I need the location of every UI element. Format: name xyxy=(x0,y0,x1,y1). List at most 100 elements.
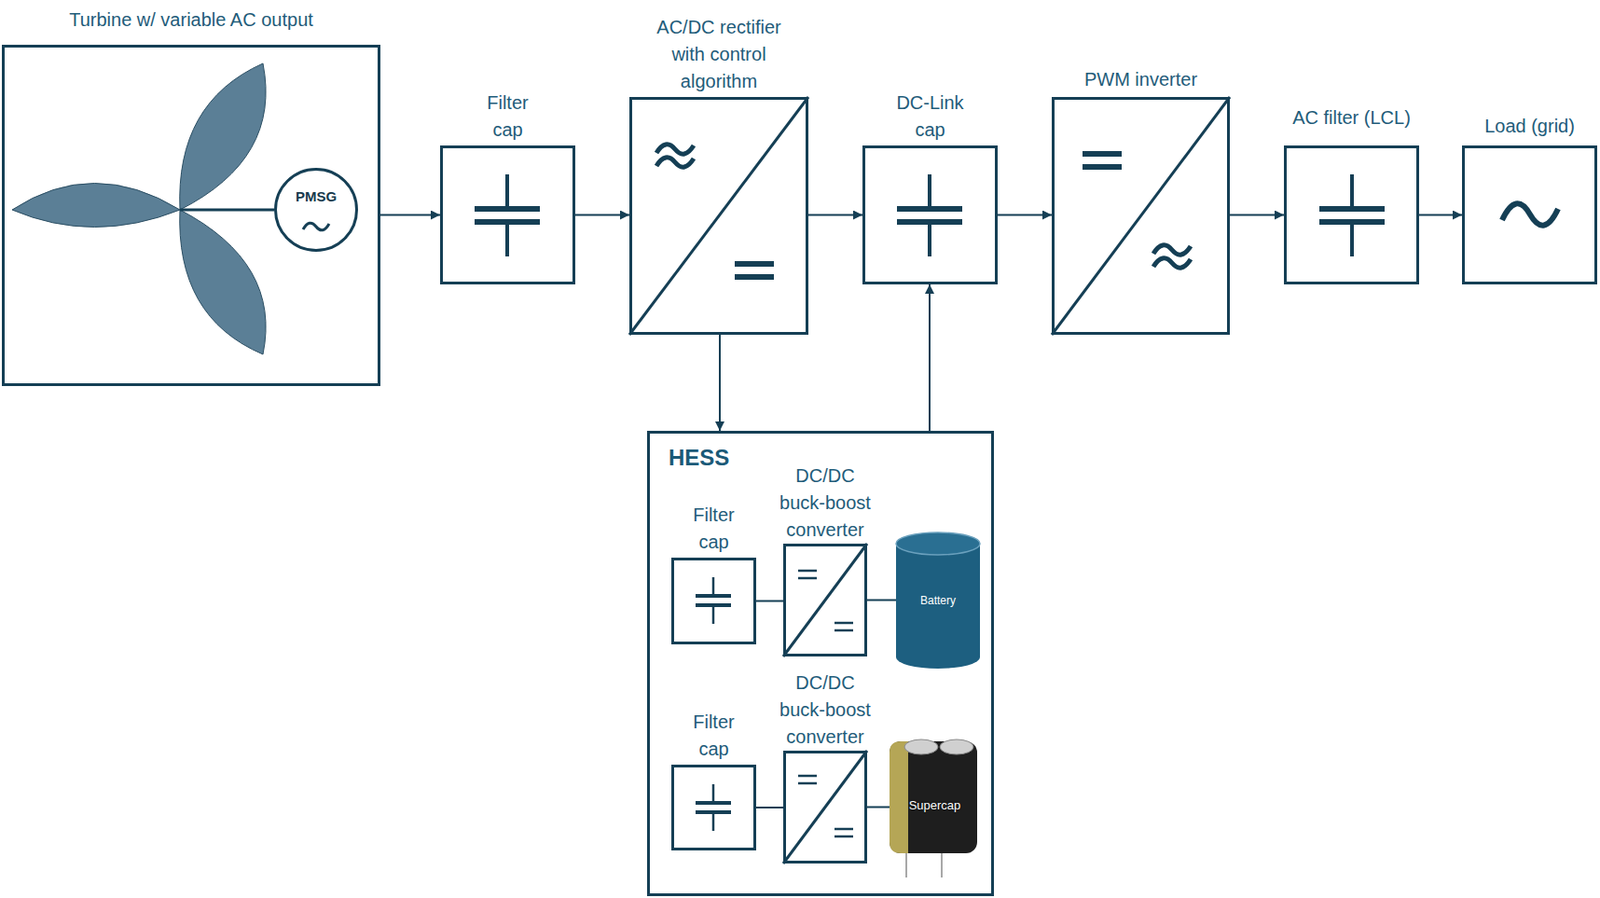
flow-arrow xyxy=(928,284,931,431)
node-heading: Filter cap xyxy=(681,501,747,556)
rectifier-symbol xyxy=(629,96,809,335)
flow-arrow xyxy=(1229,214,1284,217)
node-heading: Turbine w/ variable AC output xyxy=(68,6,314,34)
wire xyxy=(867,599,897,602)
flow-arrow xyxy=(997,214,1052,217)
dcdc-symbol xyxy=(783,750,868,864)
inverter-box: PWM inverter xyxy=(1051,96,1230,335)
wire xyxy=(867,806,890,809)
dc-symbol xyxy=(834,835,854,839)
capacitor-lead xyxy=(1350,174,1354,209)
capacitor-box: DC-Link cap xyxy=(862,145,998,285)
capacitor-box: Filter cap xyxy=(440,145,576,285)
node-heading: PWM inverter xyxy=(1084,66,1198,94)
battery-illustration xyxy=(896,532,980,669)
capacitor-symbol xyxy=(474,174,540,257)
converter-diagonal xyxy=(783,750,868,864)
capacitor-lead xyxy=(712,577,716,596)
dc-symbol xyxy=(834,621,854,625)
node-heading: DC/DC buck-boost converter xyxy=(772,669,880,751)
node-heading: AC/DC rectifier with control algorithm xyxy=(644,13,794,96)
node-heading: DC/DC buck-boost converter xyxy=(772,462,880,544)
supercap-cell: Supercap xyxy=(889,732,980,878)
supercap-top xyxy=(939,739,974,755)
dc-symbol xyxy=(834,629,854,633)
capacitor-lead xyxy=(1350,221,1354,257)
converter-box: DC/DC buck-boost converter xyxy=(783,543,868,657)
dc-symbol xyxy=(798,569,817,573)
flow-arrow xyxy=(718,334,721,431)
ac-symbol xyxy=(1153,258,1191,268)
dc-symbol xyxy=(798,577,817,580)
turbine-blade xyxy=(12,183,180,228)
turbine-shaft xyxy=(179,208,275,212)
generator-outline xyxy=(275,169,358,251)
group-heading: HESS xyxy=(668,444,730,471)
node-heading: Load (grid) xyxy=(1484,112,1575,140)
node-heading: Filter cap xyxy=(681,708,747,763)
capacitor-lead xyxy=(927,221,932,257)
dc-symbol xyxy=(734,261,774,267)
converter-diagonal xyxy=(1051,96,1230,335)
battery-body xyxy=(896,543,980,669)
node-heading: DC-Link cap xyxy=(888,89,973,144)
flow-arrow xyxy=(1419,214,1463,217)
generator-outline xyxy=(274,167,359,252)
dc-symbol xyxy=(1082,164,1122,170)
converter-box: DC/DC buck-boost converter xyxy=(783,750,868,864)
capacitor-lead xyxy=(712,812,716,831)
capacitor-lead xyxy=(505,174,510,209)
converter-diagonal xyxy=(783,543,868,657)
supercap-top xyxy=(904,739,938,755)
capacitor-lead xyxy=(712,605,716,624)
capacitor-symbol xyxy=(896,174,963,257)
generator-label: PMSG xyxy=(274,188,359,206)
cell-label: Battery xyxy=(920,593,956,608)
ac-symbol xyxy=(1502,203,1559,225)
dcdc-symbol xyxy=(783,543,868,657)
dc-symbol xyxy=(834,827,854,831)
ac-symbol xyxy=(303,222,330,231)
capacitor-symbol xyxy=(695,784,732,831)
flow-arrow xyxy=(380,214,441,217)
capacitor-lead xyxy=(712,784,716,803)
load-box: Load (grid) xyxy=(1462,145,1598,285)
ac-symbol xyxy=(656,144,694,154)
ac-symbol xyxy=(656,157,694,167)
converter-diagonal xyxy=(629,96,809,335)
dc-symbol xyxy=(798,774,817,778)
dc-symbol xyxy=(1082,151,1122,157)
turbine-blade xyxy=(179,209,266,355)
capacitor-lead xyxy=(927,174,932,209)
flow-arrow xyxy=(575,214,630,217)
wire xyxy=(756,600,784,603)
supercap-illustration xyxy=(889,739,978,878)
filter-box: AC filter (LCL) xyxy=(1283,145,1420,285)
turbine-box: Turbine w/ variable AC outputPMSG xyxy=(1,44,381,387)
supercap-body xyxy=(889,741,978,854)
capacitor-box: Filter cap xyxy=(671,557,757,645)
dc-symbol xyxy=(734,274,774,280)
wire xyxy=(756,806,784,809)
node-heading: AC filter (LCL) xyxy=(1292,104,1411,132)
capacitor-box: Filter cap xyxy=(671,764,757,851)
rectifier-box: AC/DC rectifier with control algorithm xyxy=(629,96,809,335)
cell-label: Supercap xyxy=(909,798,962,814)
battery-top xyxy=(896,532,980,555)
generator-circle: PMSG xyxy=(274,167,359,252)
flow-arrow xyxy=(808,214,863,217)
battery-cell: Battery xyxy=(896,532,980,669)
dc-symbol xyxy=(798,782,817,786)
supercap-band xyxy=(889,741,909,854)
hess-box: HESSFilter capDC/DC buck-boost converter… xyxy=(647,430,994,897)
capacitor-symbol xyxy=(695,577,732,624)
capacitor-symbol xyxy=(1319,174,1385,257)
ac-symbol xyxy=(1153,245,1191,255)
inverter-symbol xyxy=(1051,96,1230,335)
turbine-blade xyxy=(179,63,266,210)
node-heading: Filter cap xyxy=(475,89,541,144)
capacitor-lead xyxy=(505,221,510,257)
